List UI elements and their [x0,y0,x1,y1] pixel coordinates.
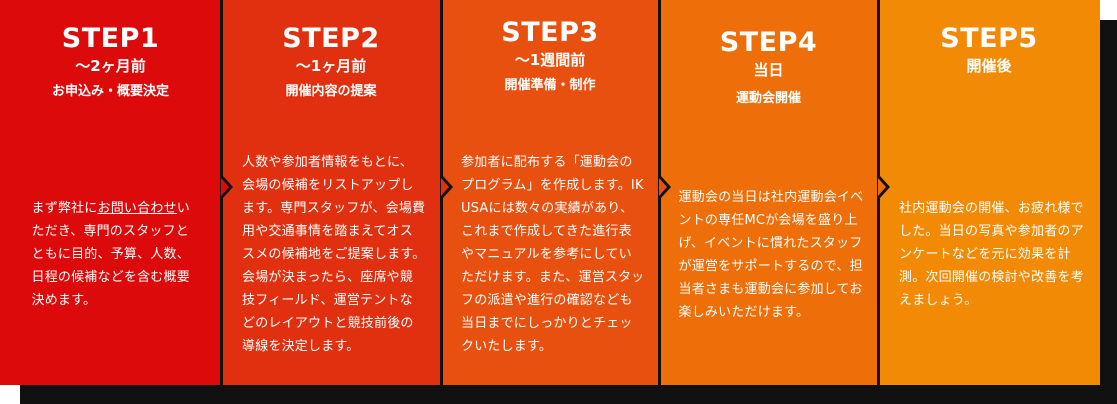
step-2-timing: 〜1ヶ月前 [295,57,367,75]
step-4-timing: 当日 [753,61,784,79]
contact-link[interactable]: お問い合わせ [97,201,177,216]
step-5-title: STEP5 [940,23,1038,54]
step-1-description: まず弊社にお問い合わせいただき、専門のスタッフとともに目的、予算、人数、日程の候… [32,197,198,312]
step-3-header: STEP3 〜1週間前 開催準備・制作 [441,0,659,140]
step-flow: STEP1 〜2ヶ月前 お申込み・概要決定 まず弊社にお問い合わせいただき、専門… [0,0,1100,385]
step-4-body: 運動会の当日は社内運動会イベントの専任MCが会場を盛り上げ、イベントに慣れたスタ… [659,124,878,385]
step-2-subtitle: 開催内容の提案 [285,84,377,99]
step-1-header: STEP1 〜2ヶ月前 お申込み・概要決定 [0,0,221,146]
step-4-title: STEP4 [719,27,818,58]
step-5-header: STEP5 開催後 [878,0,1100,146]
step-4-arrow-fill-icon [878,178,886,196]
step-3-arrow-fill-icon [659,178,667,196]
step-3-subtitle: 開催準備・制作 [504,78,596,93]
step-1-title: STEP1 [61,23,160,54]
step-1-arrow-fill-icon [221,178,229,196]
step-4-description: 運動会の当日は社内運動会イベントの専任MCが会場を盛り上げ、イベントに慣れたスタ… [678,189,864,320]
step-5-body: 社内運動会の開催、お疲れ様でした。当日の写真や参加者のアンケートなどを元に効果を… [878,124,1100,385]
step-1-panel: STEP1 〜2ヶ月前 お申込み・概要決定 まず弊社にお問い合わせいただき、専門… [0,0,221,385]
step-1-timing: 〜2ヶ月前 [75,57,146,75]
step-3-description: 参加者に配布する「運動会のプログラム」を作成します。IKUSAには数々の実績があ… [461,155,645,354]
step-2-header: STEP2 〜1ヶ月前 開催内容の提案 [221,0,441,146]
step-2-body: 人数や参加者情報をもとに、会場の候補をリストアップします。専門スタッフが、会場費… [221,124,441,385]
step-3-timing: 〜1週間前 [514,51,586,69]
step-2-arrow-fill-icon [441,178,449,196]
step-4-panel: STEP4 当日 運動会開催 運動会の当日は社内運動会イベントの専任MCが会場を… [659,0,878,385]
step-4-subtitle: 運動会開催 [735,91,801,106]
step-2-description: 人数や参加者情報をもとに、会場の候補をリストアップします。専門スタッフが、会場費… [242,155,426,354]
step-5-description: 社内運動会の開催、お疲れ様でした。当日の写真や参加者のアンケートなどを元に効果を… [899,201,1084,308]
step-2-title: STEP2 [282,23,380,54]
step-1-body: まず弊社にお問い合わせいただき、専門のスタッフとともに目的、予算、人数、日程の候… [0,124,221,385]
step-5-panel: STEP5 開催後 社内運動会の開催、お疲れ様でした。当日の写真や参加者のアンケ… [878,0,1100,385]
step-3-title: STEP3 [501,17,599,48]
step-1-text-before-link: まず弊社に [31,201,98,216]
step-4-header: STEP4 当日 運動会開催 [659,0,878,150]
step-1-text-after-link: いただき、専門のスタッフとともに目的、予算、人数、日程の候補などを含む概要決めま… [31,201,190,308]
step-3-body: 参加者に配布する「運動会のプログラム」を作成します。IKUSAには数々の実績があ… [441,124,659,385]
step-3-panel: STEP3 〜1週間前 開催準備・制作 参加者に配布する「運動会のプログラム」を… [441,0,659,385]
step-1-subtitle: お申込み・概要決定 [51,84,169,99]
step-2-panel: STEP2 〜1ヶ月前 開催内容の提案 人数や参加者情報をもとに、会場の候補をリ… [221,0,441,385]
step-5-timing: 開催後 [966,57,1012,75]
